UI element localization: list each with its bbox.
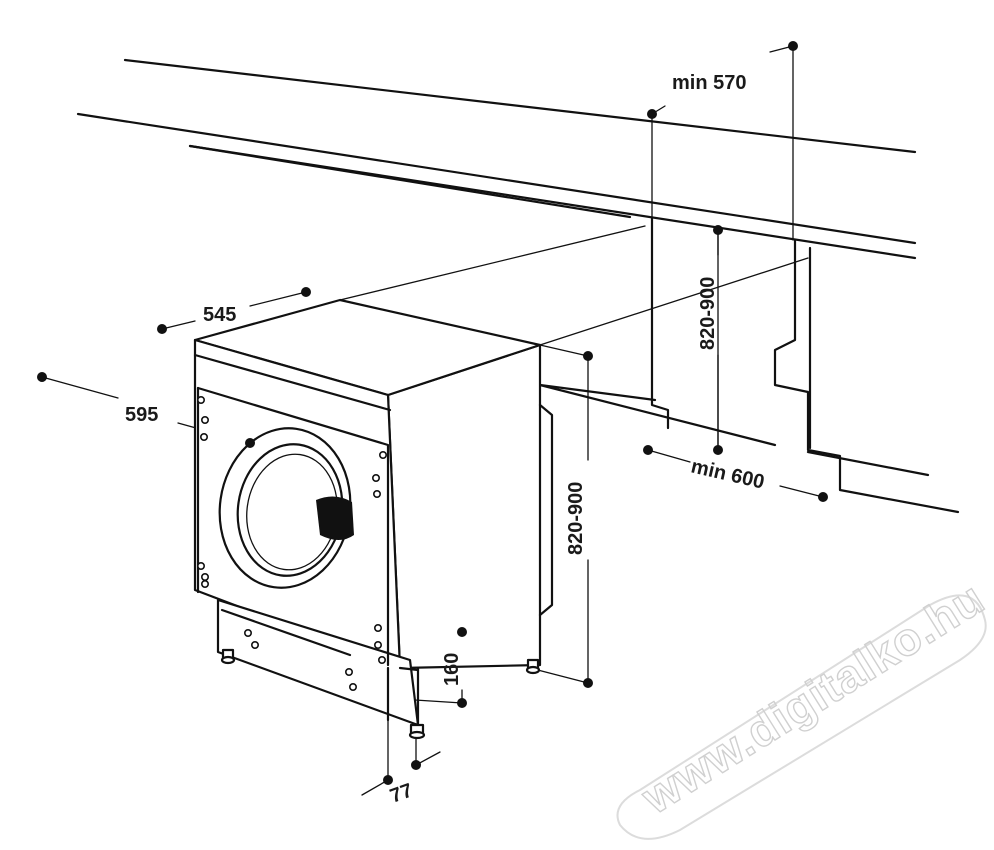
label-niche-height: 820-900 xyxy=(697,277,719,350)
machine-side-panel xyxy=(386,343,542,670)
label-77: 77 xyxy=(387,779,415,807)
machine-feet xyxy=(220,648,541,740)
label-160: 160 xyxy=(441,653,463,686)
door xyxy=(218,427,354,589)
dimension-dots xyxy=(37,41,828,785)
watermark-text: www.digitalko.hu xyxy=(632,571,993,824)
washing-machine xyxy=(193,298,554,740)
label-min-600: min 600 xyxy=(689,455,767,493)
dimension-lines xyxy=(41,45,824,796)
worktop xyxy=(76,58,917,260)
label-595: 595 xyxy=(125,404,158,426)
door-handle xyxy=(316,496,354,540)
mounting-holes xyxy=(197,395,387,691)
niche-cavity xyxy=(538,216,960,514)
label-appliance-height: 820-900 xyxy=(565,482,587,555)
label-min-570: min 570 xyxy=(672,72,746,94)
watermark: www.digitalko.hu xyxy=(616,571,994,840)
label-545: 545 xyxy=(203,304,236,326)
